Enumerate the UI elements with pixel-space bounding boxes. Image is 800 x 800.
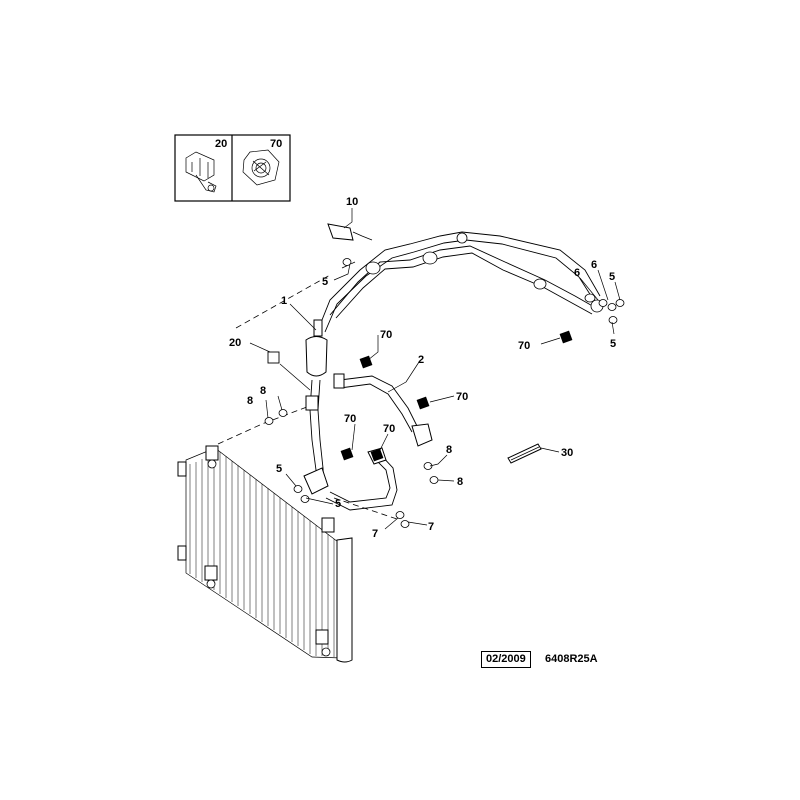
callout-70: 70 [383, 423, 395, 435]
inset-label-70: 70 [270, 138, 282, 150]
callout-8: 8 [260, 385, 266, 397]
callout-1: 1 [281, 295, 287, 307]
condenser-mounts [177, 445, 335, 657]
callout-5: 5 [335, 498, 341, 510]
callout-labels: 10 5 1 20 70 2 70 8 8 70 70 8 8 5 5 7 7 … [229, 196, 616, 540]
part-20-marker [267, 351, 280, 364]
receiver-drier [305, 319, 328, 377]
pressure-switch [327, 223, 373, 241]
part-30-rod [507, 443, 542, 464]
callout-8: 8 [446, 444, 452, 456]
callout-7: 7 [428, 521, 434, 533]
callout-70: 70 [518, 340, 530, 352]
callout-70: 70 [344, 413, 356, 425]
callout-6: 6 [591, 259, 597, 271]
callout-8: 8 [247, 395, 253, 407]
callout-70: 70 [380, 329, 392, 341]
callout-5: 5 [276, 463, 282, 475]
callout-5: 5 [609, 271, 615, 283]
callout-10: 10 [346, 196, 358, 208]
callout-7: 7 [372, 528, 378, 540]
leader-lines [249, 208, 621, 530]
callout-20: 20 [229, 337, 241, 349]
callout-5: 5 [610, 338, 616, 350]
callout-2: 2 [418, 354, 424, 366]
pipe-assembly-1 [303, 231, 604, 495]
footer-reference: 6408R25A [545, 653, 598, 665]
o-rings [264, 258, 625, 528]
callout-5: 5 [322, 276, 328, 288]
alignment-lines [217, 261, 401, 521]
callout-6: 6 [574, 267, 580, 279]
nut-icon [242, 149, 280, 186]
callout-70: 70 [456, 391, 468, 403]
clip-icon [185, 151, 217, 193]
condenser [177, 445, 353, 663]
pipe-assembly-2 [325, 373, 433, 511]
inset-label-20: 20 [215, 138, 227, 150]
callout-8: 8 [457, 476, 463, 488]
footer-date: 02/2009 [481, 651, 531, 668]
callout-30: 30 [561, 447, 573, 459]
condenser-fins [189, 452, 335, 657]
inset-legend-box: 20 70 [174, 134, 291, 202]
